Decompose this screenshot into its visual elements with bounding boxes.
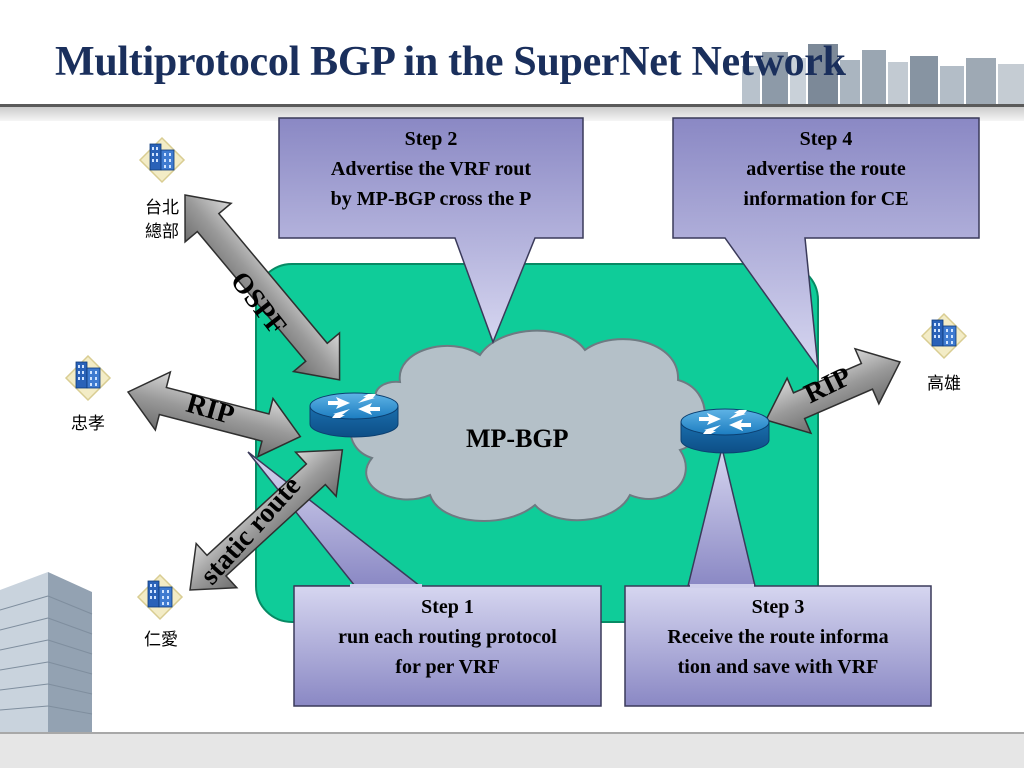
renai-building-icon — [137, 574, 183, 620]
taipei-hq-label: 台北 總部 — [133, 196, 191, 244]
footer-rule — [0, 732, 1024, 734]
step3-line2: tion and save with VRF — [677, 656, 879, 678]
kaohsiung-label: 高雄 — [927, 374, 961, 394]
rip-right-arrow — [764, 347, 902, 435]
step1-title: Step 1 — [421, 596, 474, 618]
callout-step4 — [672, 117, 980, 371]
step4-title: Step 4 — [799, 128, 853, 150]
zhongxiao-label: 忠孝 — [71, 414, 105, 434]
title-rule-dark — [0, 104, 1024, 107]
rip-left-arrow — [126, 370, 302, 458]
step1-line1: run each routing protocol — [338, 626, 557, 648]
step1-text: Step 1 run each routing protocol for per… — [294, 592, 601, 682]
step4-text: Step 4 advertise the route information f… — [673, 124, 979, 214]
footer-band — [0, 732, 1024, 768]
taipei-building-icon — [139, 137, 185, 183]
step2-line2: by MP-BGP cross the P — [330, 188, 532, 210]
kaohsiung-building-icon — [921, 313, 967, 359]
step4-line1: advertise the route — [746, 158, 906, 180]
left-router-icon — [309, 392, 399, 438]
static-route-arrow — [189, 449, 344, 591]
step3-text: Step 3 Receive the route informa tion an… — [625, 592, 931, 682]
slide-title: Multiprotocol BGP in the SuperNet Networ… — [55, 39, 846, 85]
callout-step2 — [278, 117, 584, 345]
step4-line2: information for CE — [743, 188, 909, 210]
step2-text: Step 2 Advertise the VRF rout by MP-BGP … — [279, 124, 583, 214]
seam-step1 — [350, 584, 422, 588]
mpbgp-label: MP-BGP — [466, 424, 569, 453]
zhongxiao-building-icon — [65, 355, 111, 401]
callout-step1-box — [293, 585, 602, 707]
step3-title: Step 3 — [751, 596, 805, 618]
mpbgp-cloud — [349, 329, 706, 522]
taipei-hq-label-line1: 台北 — [145, 198, 179, 218]
step1-line2: for per VRF — [395, 656, 500, 678]
step2-title: Step 2 — [404, 128, 458, 150]
renai-label: 仁愛 — [144, 630, 178, 650]
seam-step3 — [690, 584, 754, 588]
corner-tower — [0, 572, 93, 732]
ospf-arrow — [184, 194, 341, 381]
taipei-hq-label-line2: 總部 — [145, 222, 179, 242]
callout-step3-box — [624, 585, 932, 707]
right-router-icon — [680, 408, 770, 454]
step2-line1: Advertise the VRF rout — [330, 158, 532, 180]
header-skyline — [742, 44, 1024, 106]
step3-line1: Receive the route informa — [667, 626, 889, 648]
